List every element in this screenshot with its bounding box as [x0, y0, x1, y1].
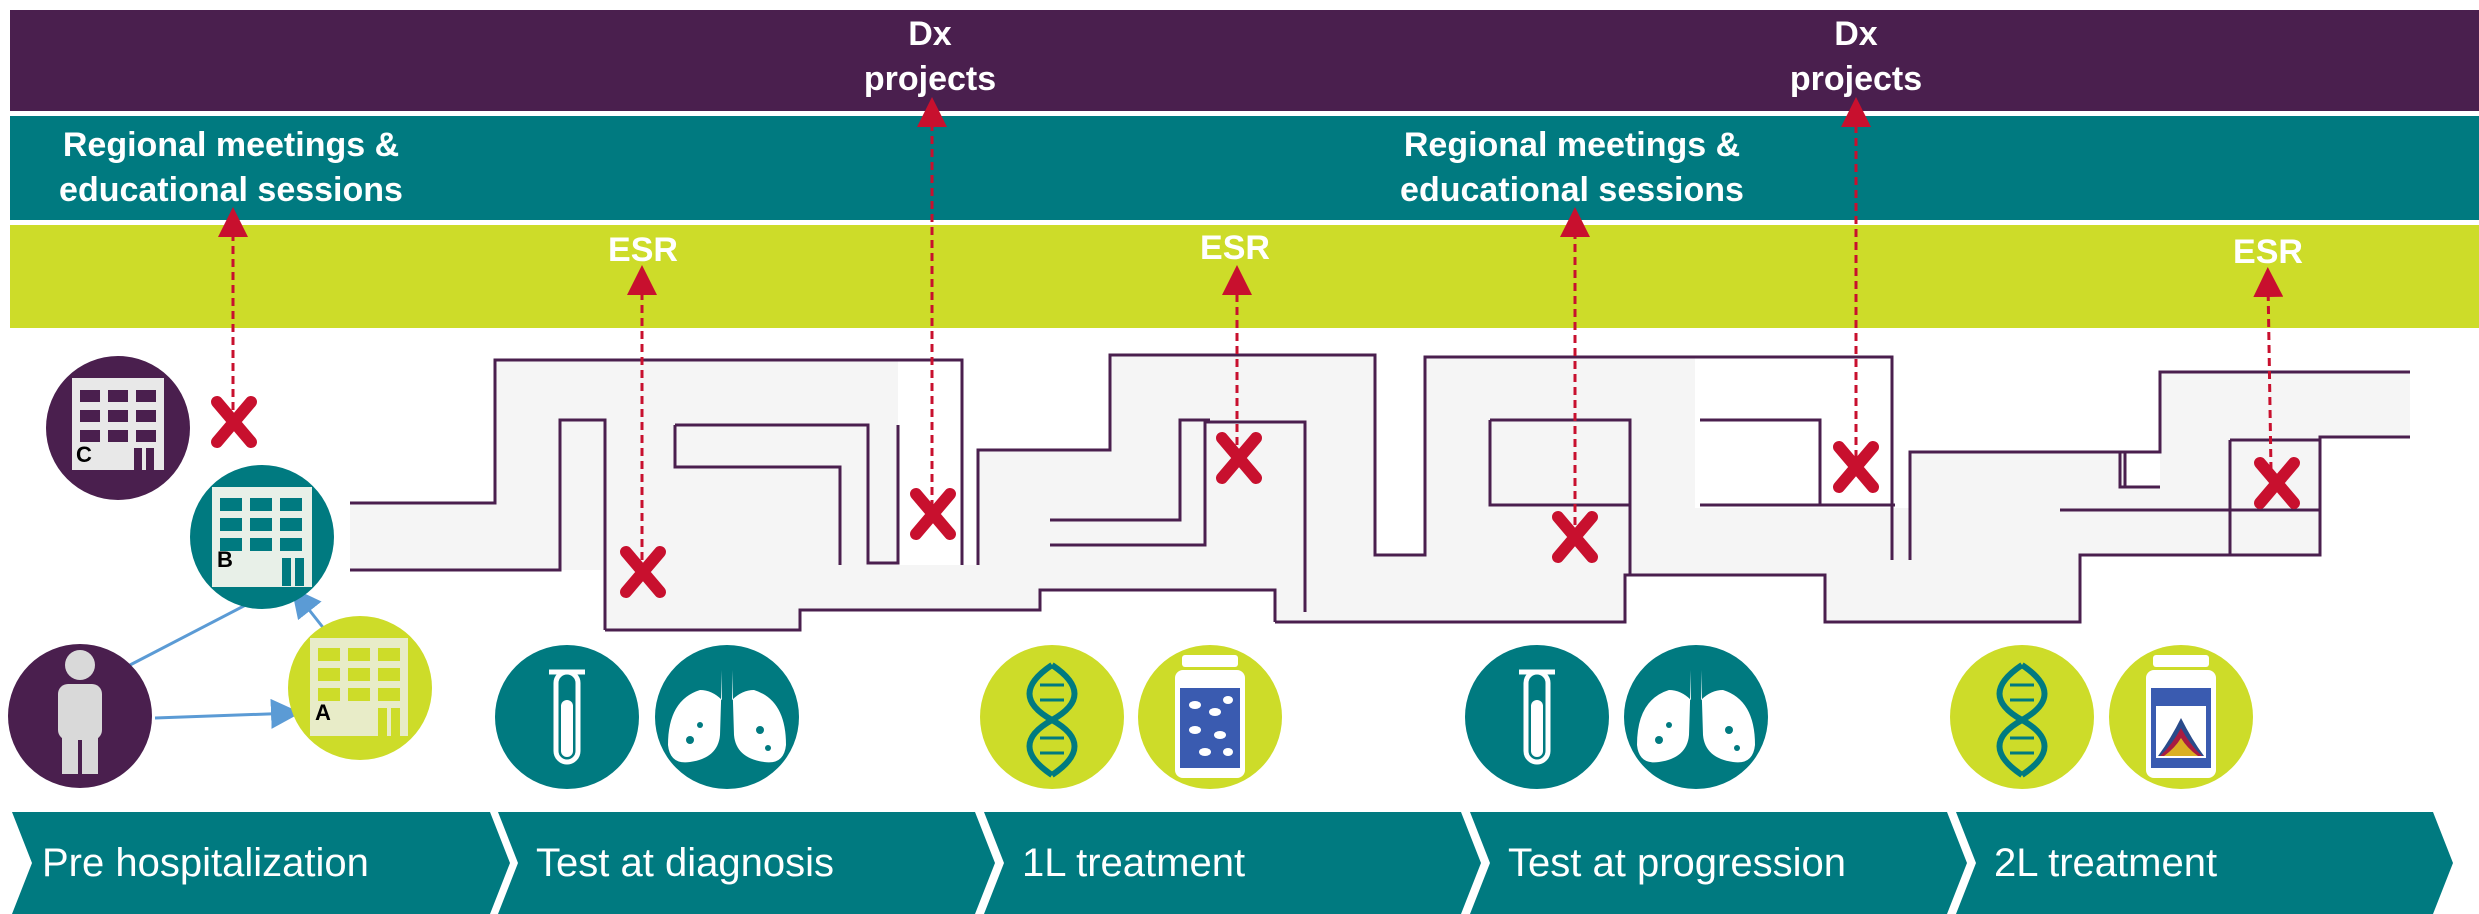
hospital-c-icon: C — [46, 356, 190, 500]
hospital-c-letter: C — [76, 442, 92, 467]
patient-journey-maze — [350, 353, 2410, 632]
esr-label-3: ESR — [2233, 233, 2303, 271]
stage-pre-hospitalization: Pre hospitalization — [0, 812, 510, 914]
regional-meetings-band — [10, 116, 2479, 220]
hospital-a-icon: A — [288, 616, 432, 760]
regional-meetings-label-2: Regional meetings & educational sessions — [1400, 126, 1744, 209]
lungs-icon — [1624, 645, 1768, 789]
test-tube-icon — [495, 645, 639, 789]
stage-label: Pre hospitalization — [42, 840, 369, 885]
dna-icon — [980, 645, 1124, 789]
stage-label: 2L treatment — [1994, 840, 2218, 885]
lungs-icon — [655, 645, 799, 789]
dx-projects-label-1: Dx projects — [863, 15, 997, 98]
dx-projects-band — [10, 10, 2479, 111]
stage-test-at-progression: Test at progression — [1462, 812, 1967, 914]
patient-person-icon — [8, 644, 152, 788]
esr-label-1: ESR — [608, 231, 678, 269]
stage-2l-treatment: 2L treatment — [1948, 812, 2453, 914]
stage-label: Test at diagnosis — [536, 840, 834, 885]
stage-label: 1L treatment — [1022, 840, 1246, 885]
test-tube-icon — [1465, 645, 1609, 789]
esr-label-2: ESR — [1200, 229, 1270, 267]
stage-test-at-diagnosis: Test at diagnosis — [490, 812, 995, 914]
pill-bottle-icon — [1138, 645, 1282, 789]
hospital-a-letter: A — [315, 700, 331, 725]
regional-meetings-label-1: Regional meetings & educational sessions — [59, 126, 403, 209]
pill-bottle-icon — [2109, 645, 2253, 789]
arrow-to-esr-3 — [2253, 267, 2284, 471]
hospital-b-letter: B — [217, 547, 233, 572]
hospital-b-icon: B — [190, 465, 334, 609]
stage-label: Test at progression — [1508, 840, 1846, 885]
stage-1l-treatment: 1L treatment — [976, 812, 1481, 914]
barrier-arrows — [218, 97, 2284, 560]
dna-icon — [1950, 645, 2094, 789]
dx-projects-label-2: Dx projects — [1789, 15, 1923, 98]
